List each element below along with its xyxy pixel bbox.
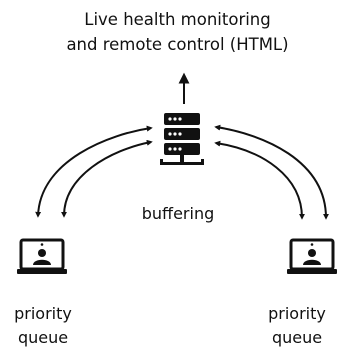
client-right-label-line-1: priority [268, 304, 326, 323]
client-right-label-line-2: queue [271, 328, 323, 347]
server-icon [160, 113, 204, 165]
client-monitor-left [17, 238, 67, 274]
server-label: buffering [141, 204, 215, 223]
title-line-2: and remote control (HTML) [66, 35, 289, 54]
left-sync-arrows [35, 125, 153, 218]
title-line-1: Live health monitoring [84, 10, 271, 29]
right-sync-arrows [214, 124, 329, 220]
client-left-label-line-2: queue [17, 328, 69, 347]
client-left-label-line-1: priority [14, 304, 72, 323]
client-monitor-right [287, 238, 337, 274]
